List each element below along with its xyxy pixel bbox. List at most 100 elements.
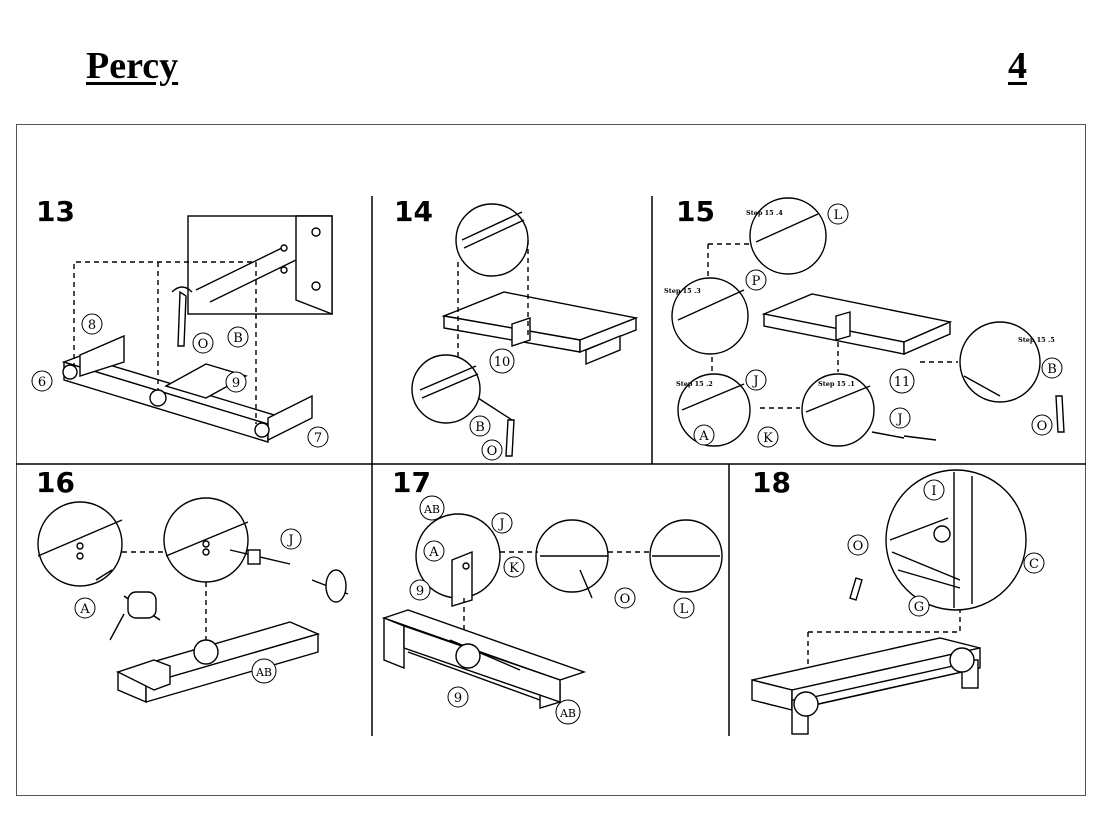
step-15-number: 15	[676, 195, 715, 228]
callout-part-o: O	[192, 332, 214, 354]
svg-text:AB: AB	[255, 666, 272, 679]
step-14-drawing	[411, 203, 639, 457]
svg-text:8: 8	[88, 318, 96, 333]
callout-part-10: 10	[489, 348, 515, 374]
svg-text:9: 9	[416, 584, 424, 599]
svg-text:9: 9	[232, 376, 240, 391]
instructions-frame	[16, 124, 1086, 796]
step-17-callouts: AB J A K 9 O L 9 AB	[409, 495, 695, 725]
step-18-number: 18	[752, 466, 791, 499]
svg-text:6: 6	[38, 375, 46, 390]
callout-part-l: L	[827, 203, 849, 225]
callout-part-a: A	[423, 540, 445, 562]
step-18-drawing	[751, 469, 1027, 735]
svg-text:O: O	[620, 592, 631, 607]
step-18-panel: 18 I O C G	[751, 466, 1045, 735]
substep-15-2: Step 15 .2	[676, 380, 713, 388]
svg-text:I: I	[931, 484, 936, 499]
callout-part-k: K	[757, 426, 779, 448]
callout-part-j: J	[491, 512, 513, 534]
step-17-number: 17	[392, 466, 431, 499]
svg-text:O: O	[1037, 419, 1048, 434]
svg-text:J: J	[751, 374, 758, 389]
callout-part-j: J	[745, 369, 767, 391]
callout-part-o: O	[847, 534, 869, 556]
step-18-callouts: I O C G	[847, 479, 1045, 617]
callout-part-j: J	[280, 528, 302, 550]
svg-text:J: J	[497, 517, 504, 532]
callout-part-o: O	[1031, 414, 1053, 436]
callout-part-ab-2: AB	[555, 699, 581, 725]
callout-part-c: C	[1023, 552, 1045, 574]
callout-part-k: K	[503, 556, 525, 578]
step-15-panel: 15	[664, 195, 1065, 448]
callout-part-o: O	[614, 587, 636, 609]
callout-part-b: B	[227, 326, 249, 348]
callout-part-a: A	[693, 424, 715, 446]
step-17-drawing	[381, 513, 723, 709]
step-16-drawing	[37, 497, 349, 704]
svg-text:A: A	[698, 429, 709, 444]
svg-text:K: K	[509, 561, 519, 576]
callout-part-b: B	[1041, 357, 1063, 379]
callout-part-o: O	[481, 439, 503, 461]
step-16-callouts: A J AB	[74, 528, 302, 684]
svg-text:L: L	[834, 208, 843, 223]
step-13-callouts: 8 6 9 7 O B	[31, 313, 329, 448]
svg-text:O: O	[198, 337, 209, 352]
svg-text:L: L	[680, 602, 689, 617]
callout-part-l: L	[673, 597, 695, 619]
callout-part-9: 9	[225, 371, 247, 393]
substep-15-3: Step 15 .3	[664, 287, 701, 295]
substep-15-4: Step 15 .4	[746, 209, 783, 217]
svg-text:A: A	[428, 545, 439, 560]
callout-part-a: A	[74, 597, 96, 619]
manual-title: Percy	[86, 45, 179, 87]
svg-text:B: B	[1047, 362, 1057, 377]
substep-15-1: Step 15 .1	[818, 380, 855, 388]
svg-text:P: P	[752, 274, 761, 289]
svg-text:AB: AB	[559, 707, 576, 720]
svg-text:7: 7	[314, 431, 322, 446]
callout-part-11: 11	[889, 368, 915, 394]
callout-part-7: 7	[307, 426, 329, 448]
step-15-drawing	[671, 197, 1065, 447]
step-15-substep-labels: Step 15 .4 Step 15 .3 Step 15 .2 Step 15…	[664, 209, 1055, 388]
callout-part-ab: AB	[419, 495, 445, 521]
svg-text:G: G	[914, 600, 924, 615]
callout-part-8: 8	[81, 313, 103, 335]
callout-part-9: 9	[409, 579, 431, 601]
step-14-callouts: 10 B O	[469, 348, 515, 461]
callout-part-i: I	[923, 479, 945, 501]
step-17-panel: 17 AB J A K	[381, 466, 723, 725]
svg-text:10: 10	[494, 355, 511, 370]
svg-text:J: J	[286, 533, 293, 548]
svg-text:A: A	[79, 602, 90, 617]
step-13-drawing	[61, 215, 333, 443]
step-15-callouts: L P 11 J A K J B O	[693, 203, 1063, 448]
svg-text:11: 11	[894, 375, 911, 390]
step-16-panel: 16 A J	[36, 466, 349, 704]
svg-text:O: O	[487, 444, 498, 459]
svg-text:O: O	[853, 539, 864, 554]
step-13-number: 13	[36, 195, 75, 228]
callout-part-ab: AB	[251, 658, 277, 684]
panel-dividers	[16, 196, 1086, 736]
svg-text:C: C	[1029, 557, 1039, 572]
callout-part-j-2: J	[889, 407, 911, 429]
callout-part-p: P	[745, 269, 767, 291]
page-number: 4	[1008, 45, 1027, 87]
callout-part-g: G	[908, 595, 930, 617]
step-14-panel: 14 10 B O	[394, 195, 639, 461]
svg-text:9: 9	[454, 691, 462, 706]
callout-part-b: B	[469, 415, 491, 437]
svg-text:AB: AB	[423, 503, 440, 516]
svg-text:K: K	[763, 431, 773, 446]
callout-part-9-2: 9	[447, 686, 469, 708]
step-14-number: 14	[394, 195, 433, 228]
svg-text:B: B	[475, 420, 485, 435]
step-13-panel: 13	[31, 195, 333, 448]
svg-text:J: J	[895, 412, 902, 427]
substep-15-5: Step 15 .5	[1018, 336, 1055, 344]
